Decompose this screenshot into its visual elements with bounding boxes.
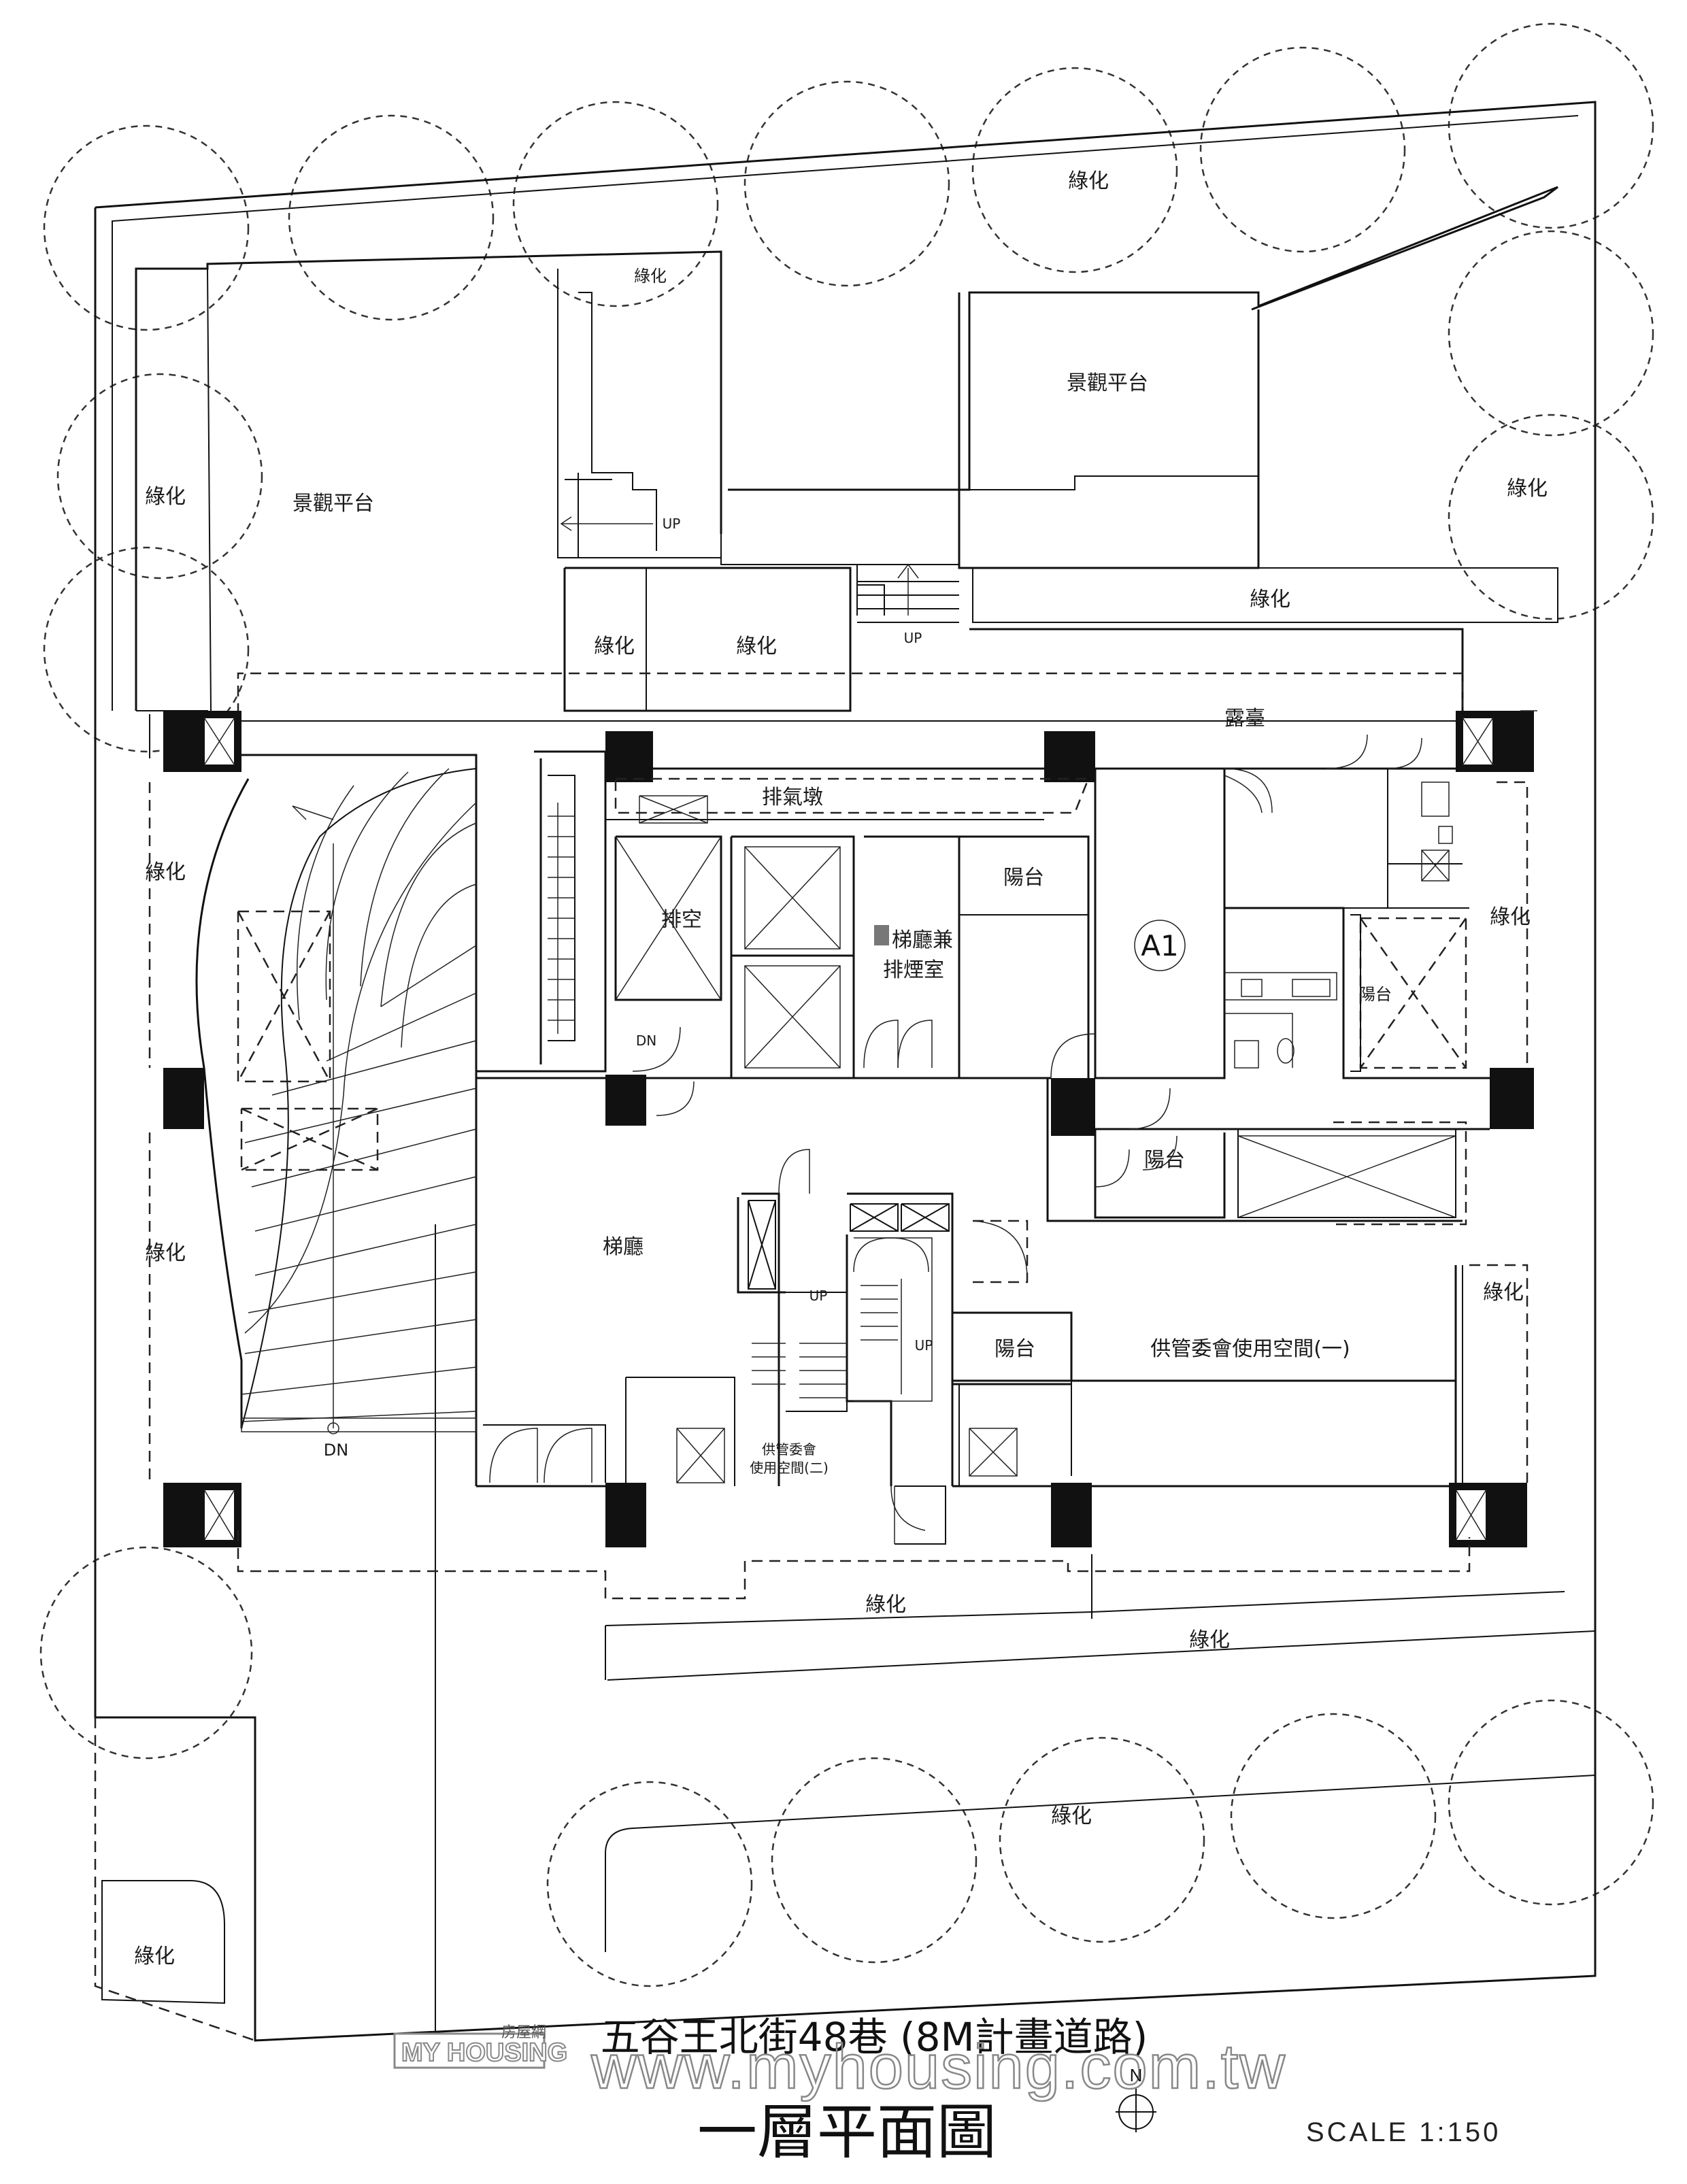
balcony-label: 陽台 [995, 1337, 1035, 1361]
greenery-label: 綠化 [1483, 1281, 1524, 1305]
tree-canopy [39, 1546, 253, 1760]
logo-box [393, 2032, 546, 2069]
tree-canopy [1448, 414, 1654, 620]
tree-canopy [771, 1757, 978, 1964]
annotations: 五谷王北街48巷 (8M計畫道路) MY HOUSING 房屋網 www.myh… [393, 2014, 1501, 2167]
greenery-label: 綠化 [1051, 1804, 1092, 1828]
greenery-label: 綠化 [145, 860, 186, 884]
landscape-platform-label: 景觀平台 [293, 492, 374, 516]
management-space-label: 使用空間(二) [750, 1460, 829, 1476]
tree-canopy [288, 114, 495, 321]
lower-site [148, 710, 1565, 1680]
landscape-structures [135, 186, 1558, 758]
exhaust-pier-label: 排氣墩 [762, 786, 823, 809]
tree-canopy [971, 67, 1178, 273]
column [1490, 1068, 1534, 1129]
column [1044, 731, 1095, 782]
up-marker: UP [904, 630, 922, 646]
balcony-label: 陽台 [1359, 985, 1392, 1004]
tree-canopy [43, 546, 250, 753]
logo-cn: 房屋網 [501, 2024, 546, 2041]
greenery-label: 綠化 [134, 1945, 175, 1968]
structural-columns [163, 711, 1534, 1547]
greenery-label: 綠化 [1250, 588, 1290, 611]
tree-canopy [512, 101, 719, 307]
tree-canopy [1448, 22, 1654, 229]
terrace-label: 露臺 [1224, 707, 1265, 730]
tree-canopies [39, 22, 1654, 1987]
balcony-label: 陽台 [1003, 866, 1044, 890]
up-marker: UP [809, 1288, 828, 1304]
greenery-label: 綠化 [594, 635, 635, 658]
column [1051, 1483, 1092, 1547]
down-marker: DN [324, 1441, 348, 1460]
room-labels: 綠化 綠化 景觀平台 景觀平台 綠化 綠化 綠化 綠化 綠化 露臺 排氣墩 排空… [134, 169, 1548, 1968]
tree-canopy [1448, 1699, 1654, 1906]
ramp-stair [195, 768, 477, 1434]
down-marker: DN [636, 1032, 656, 1049]
exhaust-void-label: 排空 [661, 908, 702, 932]
management-space-label: 供管委會使用空間(一) [1150, 1337, 1350, 1361]
north-arrow [1116, 2088, 1156, 2132]
plan-title: 一層平面圖 [697, 2097, 997, 2167]
greenery-label: 綠化 [145, 485, 186, 509]
column [1051, 1078, 1095, 1136]
greenery-label: 綠化 [1490, 905, 1531, 929]
tree-canopy [1448, 230, 1654, 437]
tree-canopy [56, 373, 263, 579]
logo-text: MY HOUSING [401, 2038, 567, 2067]
column [605, 731, 653, 782]
column [163, 1068, 204, 1129]
building-walls [241, 750, 1490, 1545]
watermark-url: www.myhousing.com.tw [590, 2032, 1286, 2102]
greenery-label: 綠化 [736, 635, 777, 658]
landscape-platform-label: 景觀平台 [1067, 371, 1148, 395]
lobby-smoke-label: 梯廳兼 [892, 928, 953, 952]
balcony-label: 陽台 [1144, 1148, 1185, 1172]
tree-canopy [1230, 1713, 1437, 1919]
greenery-label: 綠化 [1507, 477, 1548, 501]
management-space-label: 供管委會 [762, 1441, 816, 1458]
greenery-label: 綠化 [865, 1593, 906, 1617]
column [605, 1483, 646, 1547]
stair-markers: UP UP UP UP DN DN [324, 516, 933, 1460]
north-label: N [1130, 2065, 1143, 2085]
greenery-label: 綠化 [1189, 1628, 1230, 1652]
lobby-smoke-label: 排煙室 [883, 958, 944, 982]
greenery-label: 綠化 [1068, 169, 1109, 193]
up-marker: UP [663, 516, 681, 532]
interior-details [489, 516, 1467, 1544]
elevator-lobby-label: 梯廳 [603, 1235, 644, 1259]
column [605, 1075, 646, 1126]
road-label: 五谷王北街48巷 (8M計畫道路) [601, 2014, 1148, 2060]
up-marker: UP [915, 1337, 933, 1354]
scale-label: SCALE 1:150 [1306, 2117, 1501, 2147]
site-boundary [94, 101, 1597, 2042]
tree-canopy [999, 1736, 1205, 1943]
tree-canopy [1199, 46, 1406, 253]
tree-canopy [744, 80, 950, 287]
unit-label: A1 [1141, 929, 1178, 962]
greenery-label: 綠化 [634, 267, 667, 286]
tree-canopy [546, 1781, 753, 1987]
greenery-label: 綠化 [145, 1241, 186, 1265]
tree-canopy [43, 124, 250, 331]
